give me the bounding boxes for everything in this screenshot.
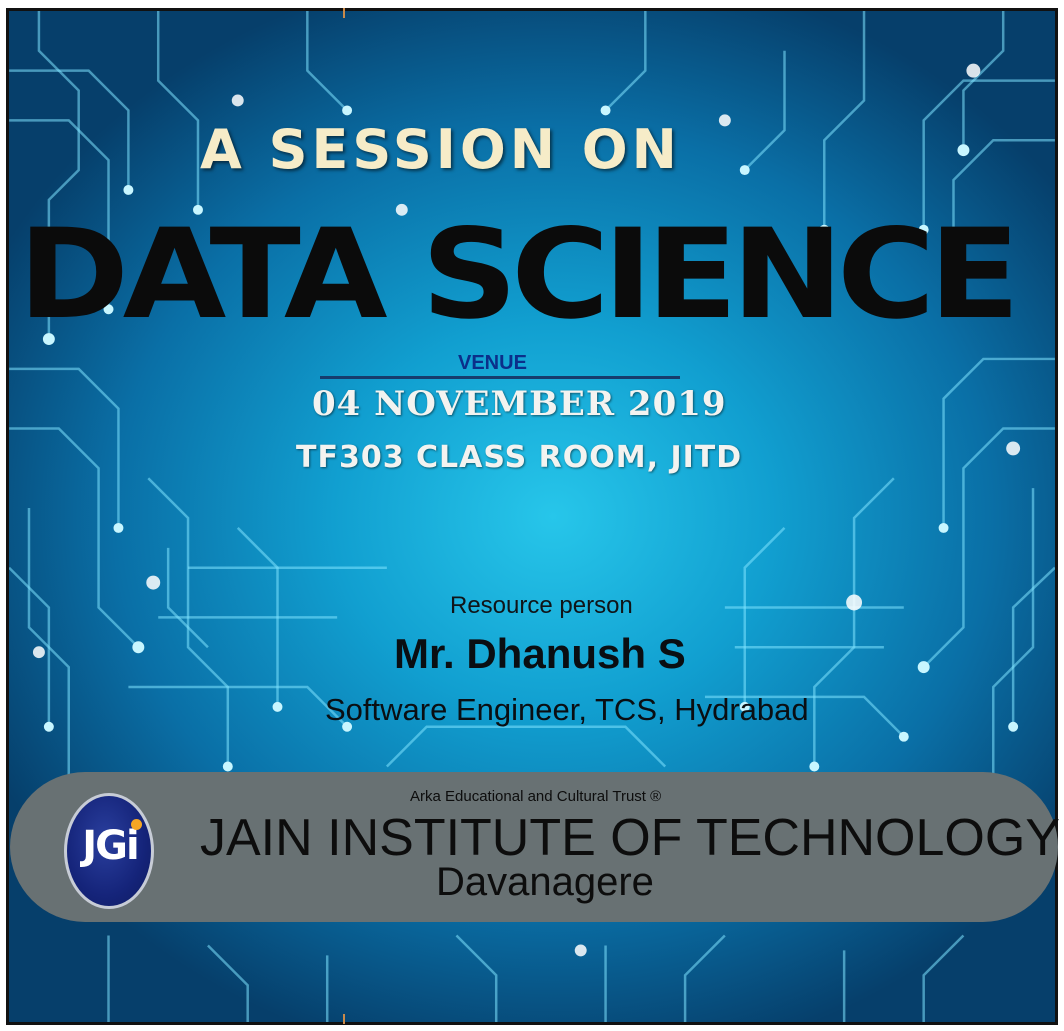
- circuit-board-background: [9, 11, 1055, 1022]
- event-room: TF303 CLASS ROOM, JITD: [296, 440, 743, 475]
- jgi-logo-icon: [64, 793, 154, 909]
- resource-person-name: Mr. Dhanush S: [394, 630, 686, 677]
- institution-city: Davanagere: [436, 860, 654, 904]
- resource-person-role: Software Engineer, TCS, Hydrabad: [325, 692, 809, 727]
- resource-person-label: Resource person: [450, 592, 633, 619]
- topic-title: DATA SCIENCE: [18, 203, 1020, 347]
- logo-accent-dot: [131, 819, 142, 830]
- venue-label: VENUE: [458, 352, 527, 374]
- venue-divider: [320, 376, 680, 379]
- institution-name: JAIN INSTITUTE OF TECHNOLOGY: [200, 809, 1061, 867]
- logo-text: JGi: [82, 823, 139, 869]
- institution-banner: [10, 772, 1058, 922]
- top-edge-mark: [343, 8, 345, 18]
- trust-name: Arka Educational and Cultural Trust ®: [410, 788, 662, 805]
- bottom-edge-mark: [343, 1014, 345, 1024]
- session-heading: A SESSION ON: [200, 118, 681, 181]
- event-date: 04 NOVEMBER 2019: [312, 384, 727, 424]
